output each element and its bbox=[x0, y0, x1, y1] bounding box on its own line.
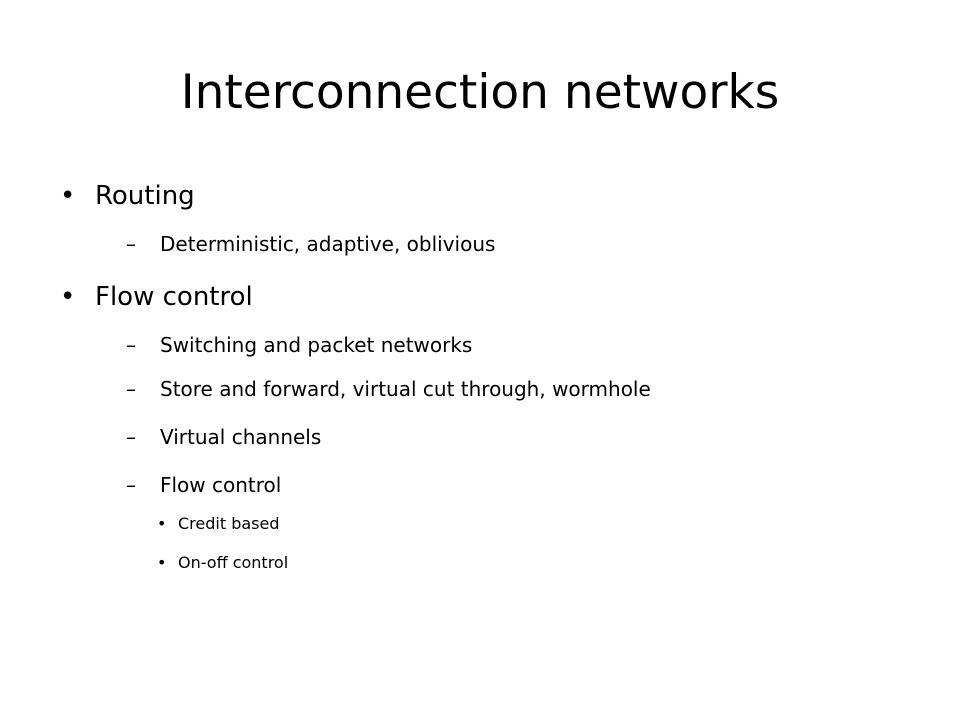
sub-item-store-forward: – Store and forward, virtual cut through… bbox=[126, 375, 651, 403]
sub-sub-item-text: Credit based bbox=[178, 514, 280, 533]
dash-marker: – bbox=[126, 473, 136, 497]
dash-marker: – bbox=[126, 425, 136, 449]
sub-item-switching: – Switching and packet networks bbox=[126, 331, 473, 359]
bullet-item-routing: • Routing bbox=[60, 179, 195, 213]
sub-sub-item-on-off: • On-off control bbox=[157, 551, 289, 575]
dash-marker: – bbox=[126, 377, 136, 401]
bullet-marker: • bbox=[157, 514, 167, 533]
bullet-text: Routing bbox=[95, 181, 195, 211]
dash-marker: – bbox=[126, 333, 136, 357]
sub-item-flow-control: – Flow control bbox=[126, 471, 282, 499]
sub-item-text: Switching and packet networks bbox=[160, 333, 473, 357]
slide-title: Interconnection networks bbox=[180, 65, 780, 120]
bullet-text: Flow control bbox=[95, 282, 253, 312]
sub-item-text: Flow control bbox=[160, 473, 282, 497]
bullet-marker: • bbox=[60, 181, 76, 211]
dash-marker: – bbox=[126, 232, 136, 256]
sub-item-virtual-channels: – Virtual channels bbox=[126, 423, 322, 451]
bullet-marker: • bbox=[157, 553, 167, 572]
sub-item-text: Store and forward, virtual cut through, … bbox=[160, 377, 651, 401]
sub-item-routing-types: – Deterministic, adaptive, oblivious bbox=[126, 230, 496, 258]
sub-item-text: Virtual channels bbox=[160, 425, 322, 449]
sub-sub-item-text: On-off control bbox=[178, 553, 289, 572]
sub-item-text: Deterministic, adaptive, oblivious bbox=[160, 232, 496, 256]
bullet-item-flow-control: • Flow control bbox=[60, 280, 253, 314]
bullet-marker: • bbox=[60, 282, 76, 312]
sub-sub-item-credit-based: • Credit based bbox=[157, 512, 280, 536]
